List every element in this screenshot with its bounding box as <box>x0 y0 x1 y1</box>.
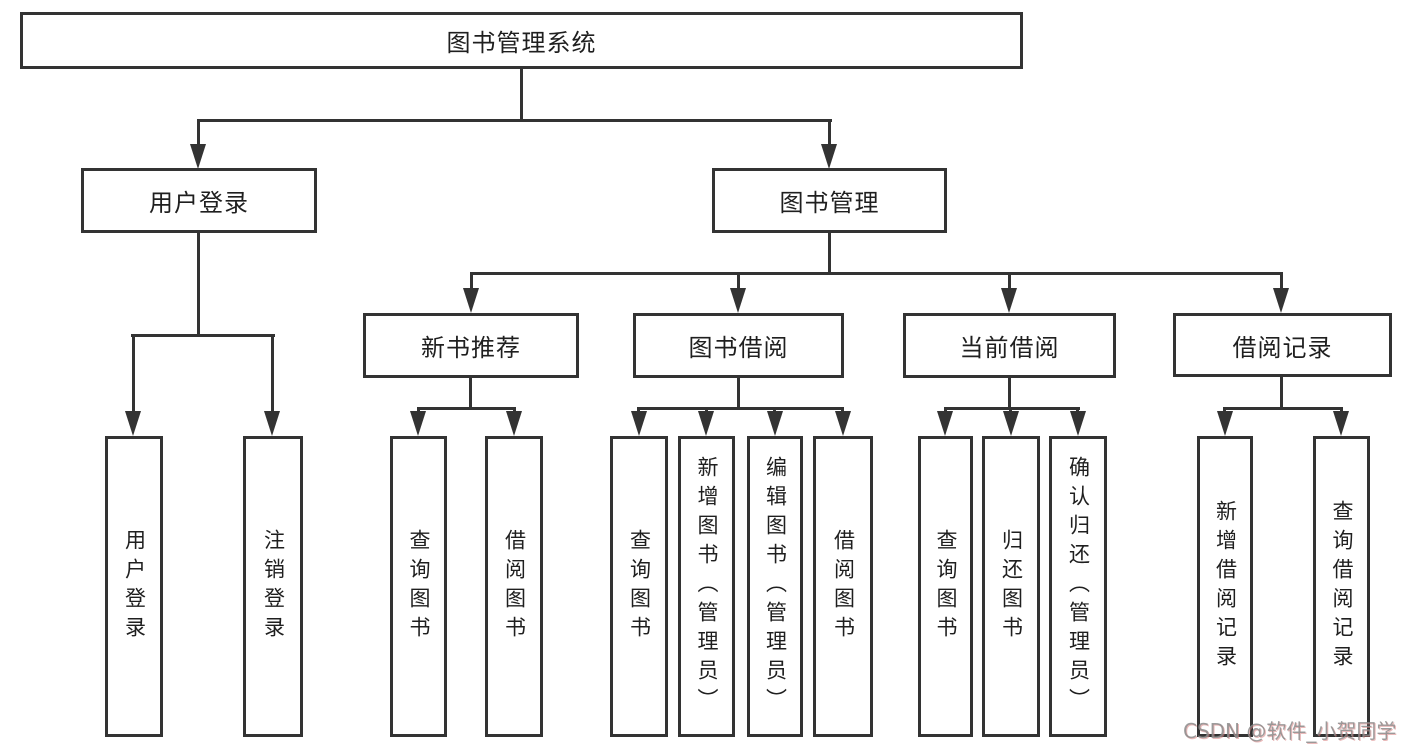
csdn-watermark: CSDN @软件_小贺同学 <box>1183 719 1397 743</box>
arrowhead-borrow-records <box>1273 288 1289 313</box>
connector-userlogin-stem <box>197 233 200 337</box>
connector-records-rail <box>1223 407 1343 410</box>
arrowhead-current-confirm <box>1070 411 1086 436</box>
arrowhead-book-mgmt <box>821 144 837 169</box>
leaf-current-confirm-return-label: 确认归还（管理员） <box>1066 456 1091 717</box>
arrowhead-borrow-borrow <box>835 411 851 436</box>
connector-level2-rail <box>197 119 832 122</box>
connector-current-rail <box>944 407 1080 410</box>
leaf-borrow-borrow-books-label: 借阅图书 <box>831 528 856 645</box>
node-root: 图书管理系统 <box>20 12 1023 69</box>
connector-drop-leaf-login <box>132 336 135 414</box>
leaf-borrow-add-books-label: 新增图书（管理员） <box>695 456 720 717</box>
leaf-records-add-record-label: 新增借阅记录 <box>1213 499 1238 674</box>
leaf-records-query-record-label: 查询借阅记录 <box>1330 499 1355 674</box>
connector-level3-rail <box>470 272 1283 275</box>
connector-drop-book-borrow <box>737 274 740 289</box>
connector-drop-current-borrow <box>1008 274 1011 289</box>
arrowhead-records-query <box>1333 411 1349 436</box>
leaf-rec-borrow-books: 借阅图书 <box>485 436 543 737</box>
leaf-records-add-record: 新增借阅记录 <box>1197 436 1253 737</box>
connector-drop-user-login <box>197 121 200 147</box>
node-user-login: 用户登录 <box>81 168 317 233</box>
leaf-borrow-borrow-books: 借阅图书 <box>813 436 873 737</box>
connector-drop-leaf-logout <box>271 336 274 414</box>
connector-drop-borrow-records <box>1280 274 1283 289</box>
arrowhead-rec-query <box>410 411 426 436</box>
leaf-borrow-add-books: 新增图书（管理员） <box>678 436 735 737</box>
leaf-borrow-query-books: 查询图书 <box>610 436 668 737</box>
node-book-mgmt: 图书管理 <box>712 168 947 233</box>
leaf-borrow-edit-books-label: 编辑图书（管理员） <box>763 456 788 717</box>
leaf-current-return-books-label: 归还图书 <box>999 528 1024 645</box>
node-current-borrow: 当前借阅 <box>903 313 1116 378</box>
leaf-logout-label: 注销登录 <box>261 528 286 645</box>
arrowhead-rec-borrow <box>506 411 522 436</box>
connector-drop-book-mgmt <box>828 121 831 147</box>
connector-rec-stem <box>469 378 472 409</box>
leaf-current-confirm-return: 确认归还（管理员） <box>1049 436 1107 737</box>
arrowhead-borrow-query <box>631 411 647 436</box>
leaf-current-query-books: 查询图书 <box>918 436 973 737</box>
connector-drop-new-book-rec <box>470 274 473 289</box>
connector-userlogin-rail <box>131 334 275 337</box>
connector-rec-rail <box>417 407 516 410</box>
leaf-user-login: 用户登录 <box>105 436 163 737</box>
node-new-book-rec: 新书推荐 <box>363 313 579 378</box>
arrowhead-leaf-logout <box>264 411 280 436</box>
connector-root-stem <box>520 68 523 121</box>
connector-records-stem <box>1280 377 1283 409</box>
arrowhead-borrow-edit <box>767 411 783 436</box>
leaf-current-return-books: 归还图书 <box>982 436 1040 737</box>
connector-bookmgmt-stem <box>828 233 831 274</box>
connector-current-stem <box>1008 378 1011 409</box>
connector-borrow-stem <box>737 378 740 409</box>
leaf-borrow-edit-books: 编辑图书（管理员） <box>747 436 803 737</box>
arrowhead-user-login <box>190 144 206 169</box>
arrowhead-book-borrow <box>730 288 746 313</box>
arrowhead-current-query <box>937 411 953 436</box>
leaf-rec-query-books: 查询图书 <box>390 436 447 737</box>
connector-borrow-rail <box>637 407 844 410</box>
arrowhead-new-book-rec <box>463 288 479 313</box>
leaf-records-query-record: 查询借阅记录 <box>1313 436 1370 737</box>
leaf-rec-query-books-label: 查询图书 <box>407 528 432 645</box>
node-book-borrow: 图书借阅 <box>633 313 844 378</box>
arrowhead-current-return <box>1003 411 1019 436</box>
arrowhead-leaf-login <box>125 411 141 436</box>
node-borrow-records: 借阅记录 <box>1173 313 1392 377</box>
arrowhead-borrow-add <box>698 411 714 436</box>
leaf-rec-borrow-books-label: 借阅图书 <box>502 528 527 645</box>
arrowhead-records-add <box>1217 411 1233 436</box>
leaf-logout: 注销登录 <box>243 436 303 737</box>
leaf-user-login-label: 用户登录 <box>122 528 147 645</box>
arrowhead-current-borrow <box>1001 288 1017 313</box>
leaf-current-query-books-label: 查询图书 <box>934 528 959 645</box>
leaf-borrow-query-books-label: 查询图书 <box>627 528 652 645</box>
